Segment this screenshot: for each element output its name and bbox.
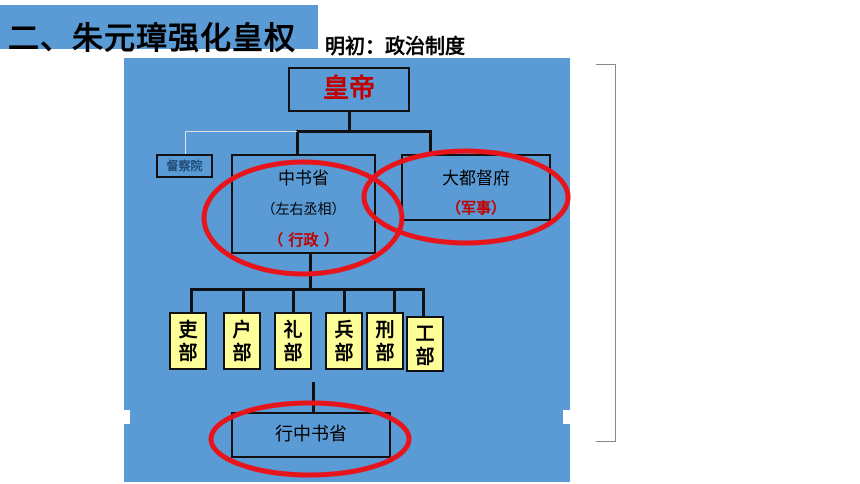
- ministry-rites: 礼 部: [274, 312, 312, 370]
- military-box: 大都督府 （军事）: [401, 154, 551, 221]
- connector-censor-horizontal: [185, 131, 297, 132]
- highlight-ring-provincial: [208, 400, 412, 478]
- highlight-ring-military: [361, 148, 571, 246]
- ministry-char: 部: [283, 342, 303, 364]
- provincial-box: 行中书省: [231, 412, 391, 458]
- connector-emperor-down: [348, 112, 351, 132]
- secretariat-role: （ 行政 ）: [268, 231, 339, 249]
- connector-ministry-2: [242, 288, 245, 312]
- ministry-works: 工 部: [406, 316, 444, 372]
- ministry-char: 刑: [375, 319, 395, 341]
- secretariat-note: （左右丞相）: [261, 202, 346, 218]
- connector-to-military: [429, 130, 432, 154]
- side-bracket: [596, 64, 616, 442]
- ministry-personnel: 吏 部: [169, 312, 207, 370]
- secretariat-name: 中书省: [278, 169, 329, 189]
- connector-ministry-1: [190, 288, 193, 312]
- connector-ministry-5: [393, 288, 396, 312]
- ministry-char: 部: [334, 342, 354, 364]
- ministry-char: 部: [415, 346, 435, 368]
- connector-censor-vertical: [185, 131, 186, 154]
- ministry-war: 兵 部: [325, 312, 363, 370]
- ministry-char: 吏: [178, 319, 198, 341]
- ministry-char: 礼: [283, 319, 303, 341]
- emperor-box: 皇帝: [288, 67, 410, 112]
- connector-ministry-3: [292, 288, 295, 312]
- ministry-justice: 刑 部: [366, 312, 404, 370]
- highlight-ring-secretariat: [201, 159, 405, 277]
- ministry-char: 兵: [334, 319, 354, 341]
- ministry-char: 部: [375, 342, 395, 364]
- ministry-char: 户: [232, 319, 252, 341]
- military-name: 大都督府: [442, 169, 510, 189]
- ministry-char: 部: [232, 342, 252, 364]
- slide-title: 二、朱元璋强化皇权: [8, 21, 296, 57]
- connector-ministry-4: [343, 288, 346, 312]
- connector-ministries-horizontal: [190, 288, 425, 291]
- title-banner: 二、朱元璋强化皇权: [0, 5, 318, 57]
- connector-provincial: [312, 382, 315, 412]
- ministry-char: 工: [415, 323, 435, 345]
- slide-subtitle: 明初：政治制度: [325, 34, 465, 58]
- censorate-box: 督察院: [156, 154, 213, 178]
- ministry-revenue: 户 部: [223, 312, 261, 370]
- panel-notch-left: [124, 410, 130, 424]
- panel-notch-right: [563, 410, 570, 424]
- connector-top-horizontal: [296, 130, 431, 133]
- military-role: （军事）: [445, 199, 506, 217]
- ministry-char: 部: [178, 342, 198, 364]
- connector-ministry-6: [422, 288, 425, 316]
- connector-to-secretariat: [296, 130, 299, 154]
